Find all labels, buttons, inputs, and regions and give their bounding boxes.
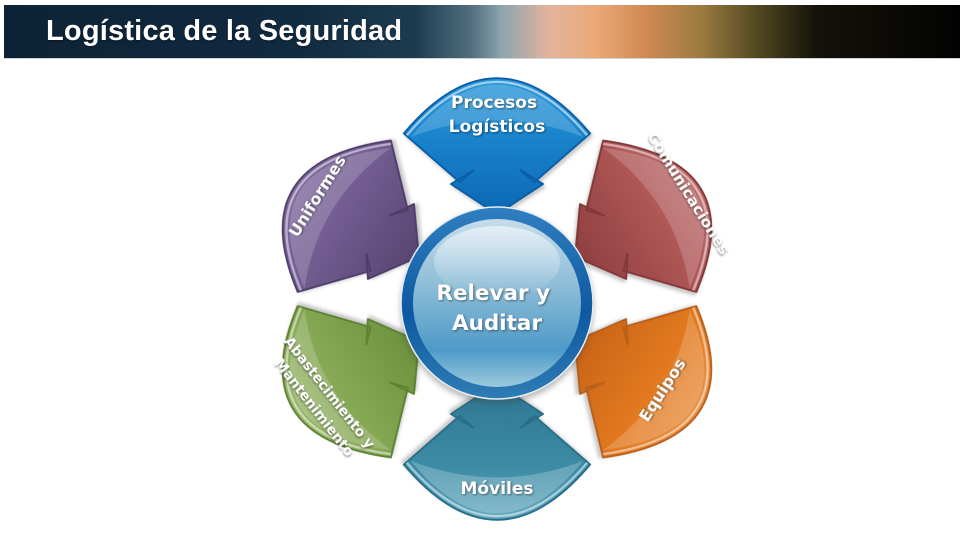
wedge-label-moviles: Móviles <box>461 479 534 499</box>
wedge-outer-highlight <box>405 462 589 518</box>
header-bar: Logística de la Seguridad <box>4 5 960 58</box>
wedge-shape <box>281 139 420 293</box>
center-circle-gloss <box>434 226 560 298</box>
wedge-gloss <box>289 309 391 451</box>
wedge-gloss <box>603 309 705 451</box>
wedge-gloss <box>603 147 705 289</box>
wedge-outer-highlight <box>602 307 709 456</box>
wedge-procesos-logisticos <box>402 77 592 216</box>
wedge-outer-highlight <box>285 307 392 456</box>
wedge-gloss <box>410 460 584 514</box>
center-label: Relevar y Auditar <box>436 281 557 336</box>
wedge-outer-highlight <box>602 142 709 291</box>
page-title: Logística de la Seguridad <box>46 15 403 47</box>
wedge-shape <box>574 305 713 459</box>
wedge-abastecimiento-mantenimiento <box>281 305 420 459</box>
wedge-moviles <box>402 382 592 521</box>
wedge-equipos <box>574 305 713 459</box>
wedge-outer-highlight <box>405 80 589 136</box>
wedge-outer-highlight <box>285 142 392 291</box>
segmented-cycle-diagram: Relevar y Auditar Procesos Logísticos Co… <box>271 77 733 521</box>
wedge-comunicaciones <box>574 139 713 293</box>
wedge-shape <box>281 305 420 459</box>
wedge-shape <box>574 139 713 293</box>
wedge-shape <box>402 77 592 216</box>
wedge-uniformes <box>281 139 420 293</box>
wedge-label-procesos-logisticos: Procesos Logísticos <box>449 93 545 137</box>
wedge-gloss <box>410 84 584 138</box>
wedge-gloss <box>289 147 391 289</box>
center-circle <box>400 206 594 400</box>
